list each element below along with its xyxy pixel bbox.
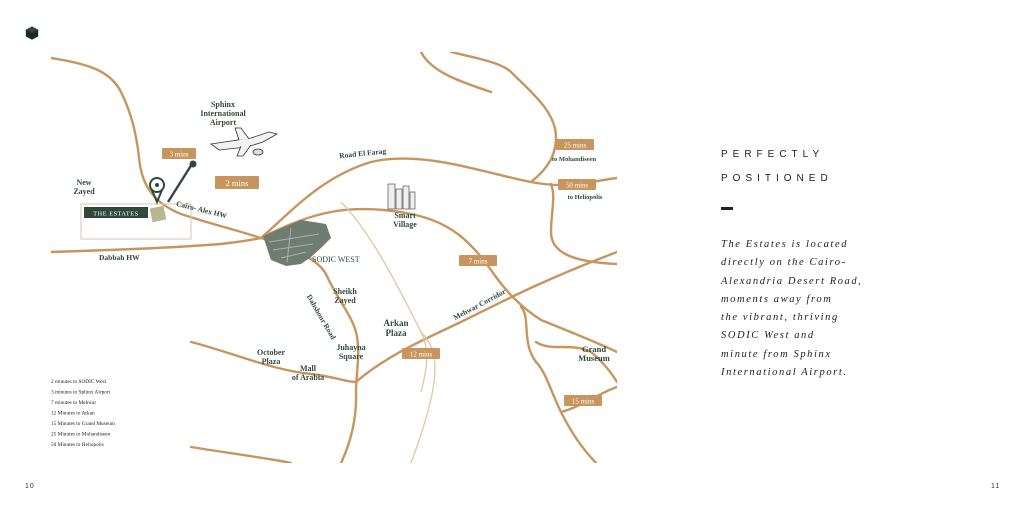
to-heliopolis-label: to Heliopolis	[568, 194, 603, 201]
cube-logo-icon	[25, 26, 39, 40]
cairo-alex-road	[51, 56, 263, 240]
dabbah-road	[51, 236, 263, 254]
mehwar-corridor	[354, 250, 617, 384]
heading-line-1: PERFECTLY	[721, 149, 825, 160]
badge-mehwar-7: 7 mins	[459, 255, 497, 266]
svg-text:25 mins: 25 mins	[564, 142, 587, 150]
legend-item: 25 Minutes to Mohandiseen	[51, 432, 111, 438]
smart-village-buildings-icon	[387, 183, 416, 210]
cairo-alex-label: Cairo- Alex HW	[175, 199, 228, 220]
svg-text:2 mins: 2 mins	[226, 178, 249, 188]
page-number-right: 11	[991, 483, 1001, 490]
badge-sodic-2: 2 mins	[215, 176, 259, 189]
legend-item: 7 minutes to Mehwar	[51, 400, 96, 406]
legend-item: 15 Minutes to Grand Museum	[51, 421, 116, 427]
badge-arkan-12: 12 mins	[402, 348, 440, 359]
svg-text:7 mins: 7 mins	[469, 258, 488, 266]
svg-text:3 mins: 3 mins	[170, 151, 189, 159]
estates-plot-outline	[80, 203, 192, 240]
dahshour-label: Dahshour Road	[305, 293, 338, 342]
description: The Estates is located directly on the C…	[721, 239, 863, 379]
page-number-left: 10	[25, 483, 35, 490]
dabbah-label: Dabbah HW	[99, 253, 140, 262]
location-pin-icon	[149, 177, 165, 205]
badge-heliopolis-50: 50 mins	[558, 179, 596, 190]
svg-text:12 mins: 12 mins	[410, 351, 433, 359]
badge-museum-15: 15 mins	[564, 395, 602, 406]
divider-dash	[721, 207, 733, 210]
badge-mohandiseen-25: 25 mins	[556, 139, 594, 150]
svg-text:15 mins: 15 mins	[572, 398, 595, 406]
badge-airport-3: 3 mins	[162, 148, 196, 159]
legend-item: 3 minutes to Sphinx Airport	[51, 390, 111, 396]
the-estates-label: THE ESTATES	[93, 211, 138, 218]
legend-item: 2 minutes to SODIC West	[51, 379, 107, 385]
the-estates-badge	[84, 207, 148, 218]
legend-item: 12 Minutes to Arkan	[51, 411, 95, 417]
svg-text:50 mins: 50 mins	[566, 182, 589, 190]
estates-parcel	[149, 205, 167, 223]
legend: 2 minutes to SODIC West 3 minutes to Sph…	[51, 379, 116, 448]
sodic-west-area	[263, 220, 331, 266]
to-mohandiseen-label: to Mohandiseen	[552, 156, 597, 163]
road-el-farag-label: Road El Farag	[339, 146, 387, 160]
sodic-west-label: SODIC WEST	[312, 255, 360, 264]
heading-line-2: POSITIONED	[721, 173, 833, 184]
legend-item: 50 Minutes to Heliopolis	[51, 442, 104, 448]
airplane-icon	[209, 127, 279, 157]
